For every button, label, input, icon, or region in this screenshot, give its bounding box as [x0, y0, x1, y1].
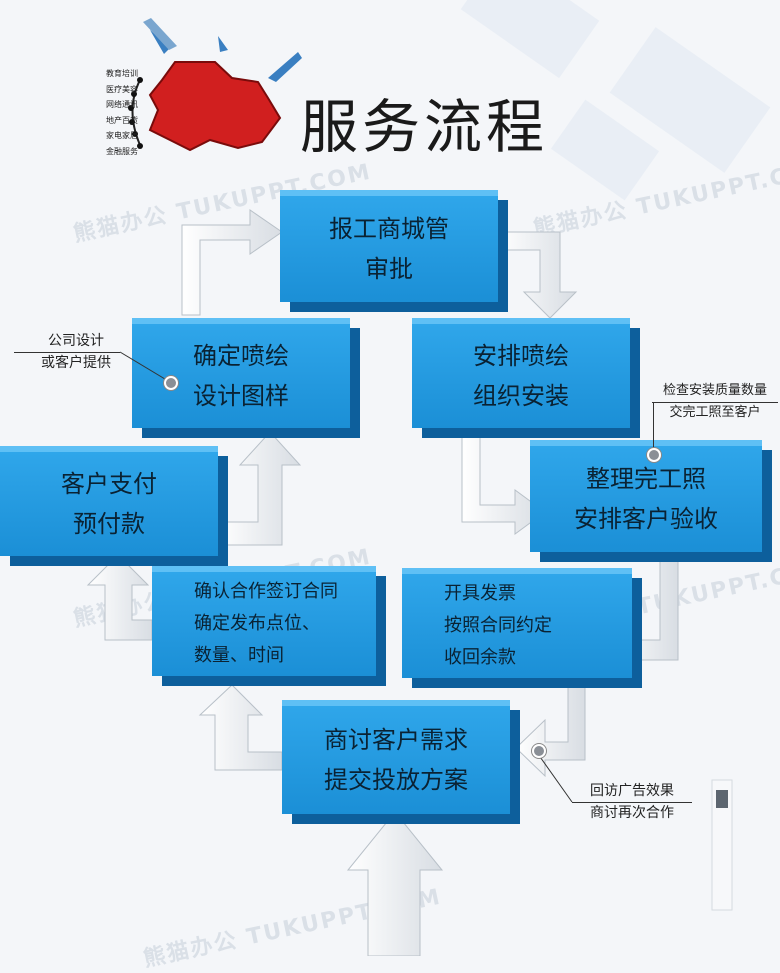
step-text: 安排喷绘 [473, 342, 569, 370]
step-text: 预付款 [73, 510, 145, 538]
step-text: 设计图样 [193, 382, 289, 410]
map-label: 金融服务 [106, 146, 138, 156]
step-text: 客户支付 [61, 470, 157, 498]
arrow-icon [198, 684, 283, 771]
note-line [572, 802, 692, 803]
step-box-invoice: 开具发票 按照合同约定 收回余款 [402, 568, 632, 678]
step-text: 确定喷绘 [193, 342, 289, 370]
arrow-icon [217, 431, 302, 546]
note-line [653, 402, 654, 452]
note-revisit: 回访广告效果 商讨再次合作 [572, 780, 692, 824]
note-connector [537, 753, 573, 803]
page-title: 服务流程 [300, 93, 549, 161]
note-dot [532, 744, 546, 758]
note-text: 检查安装质量数量 [662, 383, 767, 398]
arrow-icon [497, 231, 578, 319]
note-text: 回访广告效果 [590, 783, 674, 799]
cursor-arrow-icon [218, 36, 228, 52]
note-dot [647, 448, 661, 462]
arrow-icon [86, 554, 153, 641]
step-text: 安排客户验收 [574, 505, 718, 533]
step-text: 提交投放方案 [324, 766, 468, 794]
step-box-design: 确定喷绘 设计图样 [132, 318, 350, 428]
note-dot [164, 376, 178, 390]
map-label: 家电家居 [106, 131, 138, 140]
start-arrow-icon [346, 811, 444, 956]
cursor-arrow-icon [268, 52, 302, 82]
map-label: 地产百货 [106, 115, 138, 125]
note-line [14, 352, 120, 353]
step-box-negotiate: 商讨客户需求 提交投放方案 [282, 700, 510, 814]
step-text: 收回余款 [444, 647, 516, 668]
note-check: 检查安装质量数量 交完工照至客户 [652, 380, 778, 424]
step-text: 确定发布点位、 [194, 613, 320, 634]
note-text: 交完工照至客户 [669, 405, 761, 420]
step-text: 商讨客户需求 [324, 726, 468, 754]
step-box-acceptance: 整理完工照 安排客户验收 [530, 440, 762, 552]
step-box-approval: 报工商城管 审批 [280, 190, 498, 302]
note-text: 商讨再次合作 [590, 805, 674, 821]
step-box-install: 安排喷绘 组织安装 [412, 318, 630, 428]
cursor-arrow-icon [150, 30, 170, 54]
note-line [652, 402, 778, 403]
note-text: 或客户提供 [41, 355, 111, 371]
map-label: 网络通讯 [106, 100, 138, 109]
map-label: 教育培训 [106, 69, 138, 78]
note-design: 公司设计 或客户提供 [16, 330, 136, 374]
step-text: 确认合作签订合同 [194, 581, 338, 602]
step-text: 开具发票 [444, 583, 516, 604]
step-text: 报工商城管 [329, 215, 449, 243]
step-box-prepay: 客户支付 预付款 [0, 446, 218, 556]
arrow-icon [181, 209, 283, 316]
step-text: 审批 [365, 255, 413, 283]
note-connector [119, 351, 171, 383]
map-labels: 教育培训 医疗美容 网络通讯 地产百货 家电家居 金融服务 [60, 66, 138, 159]
step-text: 按照合同约定 [444, 615, 552, 636]
note-text: 公司设计 [48, 333, 104, 349]
step-text: 组织安装 [473, 382, 569, 410]
map-logo [128, 18, 302, 152]
map-label: 医疗美容 [106, 84, 138, 94]
step-text: 数量、时间 [194, 645, 284, 666]
step-text: 整理完工照 [586, 465, 706, 493]
step-box-contract: 确认合作签订合同 确定发布点位、 数量、时间 [152, 566, 376, 676]
